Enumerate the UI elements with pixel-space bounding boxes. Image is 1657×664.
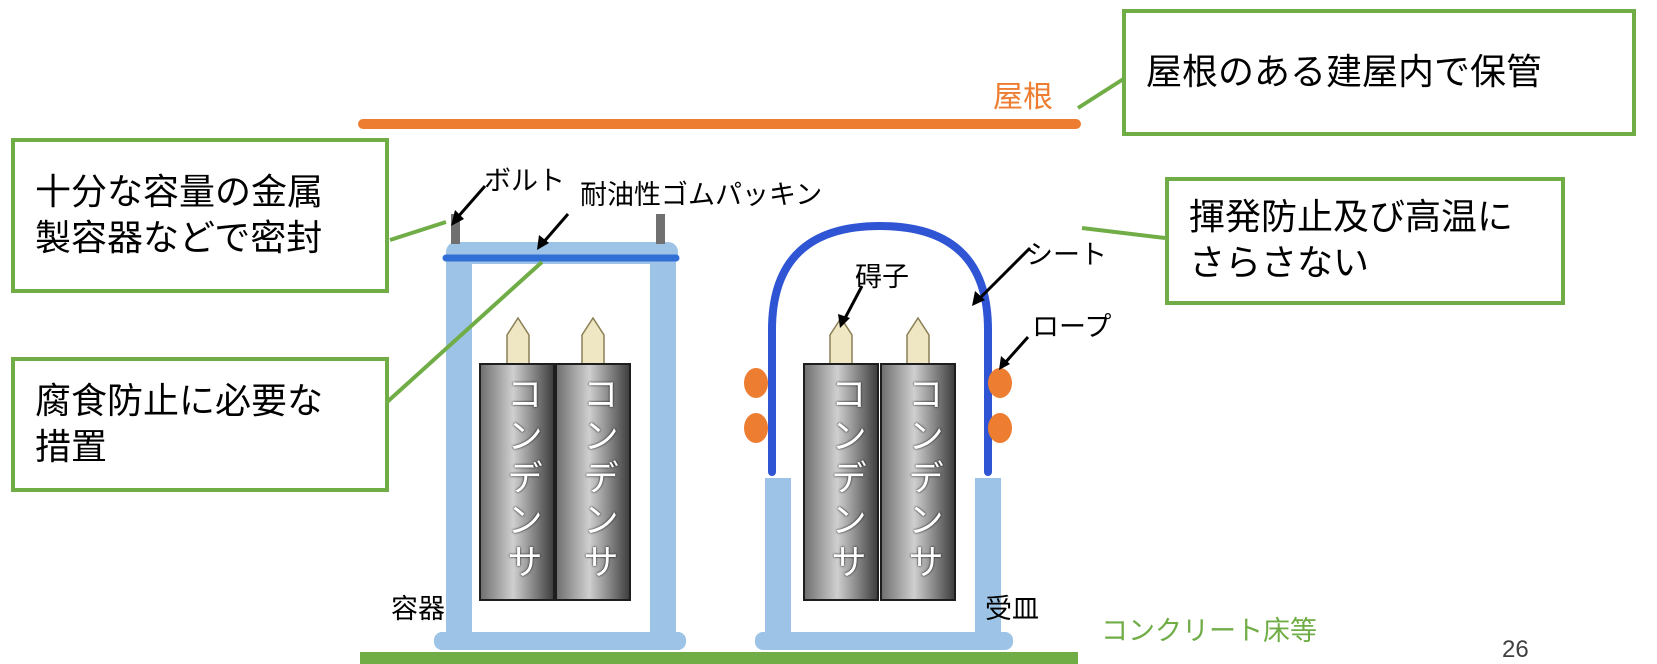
bolt-left	[451, 214, 460, 244]
label-container: 容器	[391, 594, 445, 625]
label-gasket: 耐油性ゴムパッキン	[580, 180, 823, 211]
tray-left-wall	[765, 478, 791, 638]
callout-evaporation-line1: 揮発防止及び高温に	[1189, 197, 1514, 238]
capacitor-body	[803, 363, 879, 601]
insulator	[506, 316, 530, 367]
capacitor-2	[555, 316, 631, 601]
leader-roof	[1076, 76, 1127, 110]
capacitor-body	[555, 363, 631, 601]
callout-metal-container-line1: 十分な容量の金属	[35, 171, 324, 213]
floor-bar	[360, 652, 1078, 664]
insulator	[581, 316, 605, 367]
insulator	[906, 316, 930, 367]
label-insulator: 碍子	[855, 262, 909, 293]
label-bolt: ボルト	[484, 166, 565, 197]
container-base	[434, 632, 686, 650]
callout-metal-container: 十分な容量の金属 製容器などで密封	[11, 138, 389, 293]
callout-roof-storage: 屋根のある建屋内で保管	[1122, 9, 1636, 136]
label-tray: 受皿	[985, 594, 1039, 625]
callout-roof-storage-text: 屋根のある建屋内で保管	[1146, 51, 1543, 93]
capacitor-4	[880, 316, 956, 601]
rope-right-top	[988, 368, 1012, 398]
label-rope: ロープ	[1032, 312, 1112, 343]
capacitors	[479, 316, 956, 601]
callout-leaders	[384, 76, 1166, 405]
capacitor-3-label: コンデンサ	[825, 375, 866, 585]
insulator-arrow	[841, 285, 864, 323]
callout-evaporation-line2: さらさない	[1189, 243, 1370, 284]
page-number: 26	[1502, 636, 1529, 663]
capacitor-4-label: コンデンサ	[902, 375, 943, 585]
rope-arrow	[1002, 336, 1030, 365]
rope-left-bottom	[744, 413, 768, 443]
capacitor-1	[479, 316, 555, 601]
rope-right-bottom	[988, 413, 1012, 443]
label-roof: 屋根	[993, 80, 1053, 115]
capacitor-body	[880, 363, 956, 601]
gasket-arrow	[540, 213, 570, 245]
sealed-container	[434, 214, 686, 650]
label-arrows	[455, 185, 1032, 365]
leader-sheet	[1081, 226, 1166, 240]
arrow-heads	[451, 210, 1010, 370]
capacitor-body	[479, 363, 555, 601]
callout-corrosion: 腐食防止に必要な 措置	[11, 357, 389, 492]
capacitor-3	[803, 316, 879, 601]
sheet-cover	[768, 221, 992, 476]
callout-corrosion-line1: 腐食防止に必要な	[35, 380, 324, 422]
callout-evaporation: 揮発防止及び高温に さらさない	[1165, 177, 1565, 305]
bolt-right	[656, 214, 665, 244]
container-right-wall	[650, 256, 676, 646]
capacitor-1-label: コンデンサ	[501, 375, 542, 585]
leader-gasket	[384, 260, 544, 405]
label-floor: コンクリート床等	[1101, 616, 1317, 647]
container-left-wall	[446, 256, 472, 646]
tray-base	[755, 632, 1013, 650]
tray-assembly	[744, 221, 1013, 650]
tray-right-wall	[975, 478, 1001, 638]
callout-metal-container-line2: 製容器などで密封	[35, 217, 323, 259]
callout-corrosion-line2: 措置	[35, 426, 108, 468]
rope-left-top	[744, 368, 768, 398]
bolt-arrow	[455, 185, 487, 219]
capacitor-2-label: コンデンサ	[577, 375, 618, 585]
leader-container	[389, 220, 447, 242]
label-sheet: シート	[1026, 240, 1107, 271]
sheet-arrow	[976, 246, 1032, 302]
